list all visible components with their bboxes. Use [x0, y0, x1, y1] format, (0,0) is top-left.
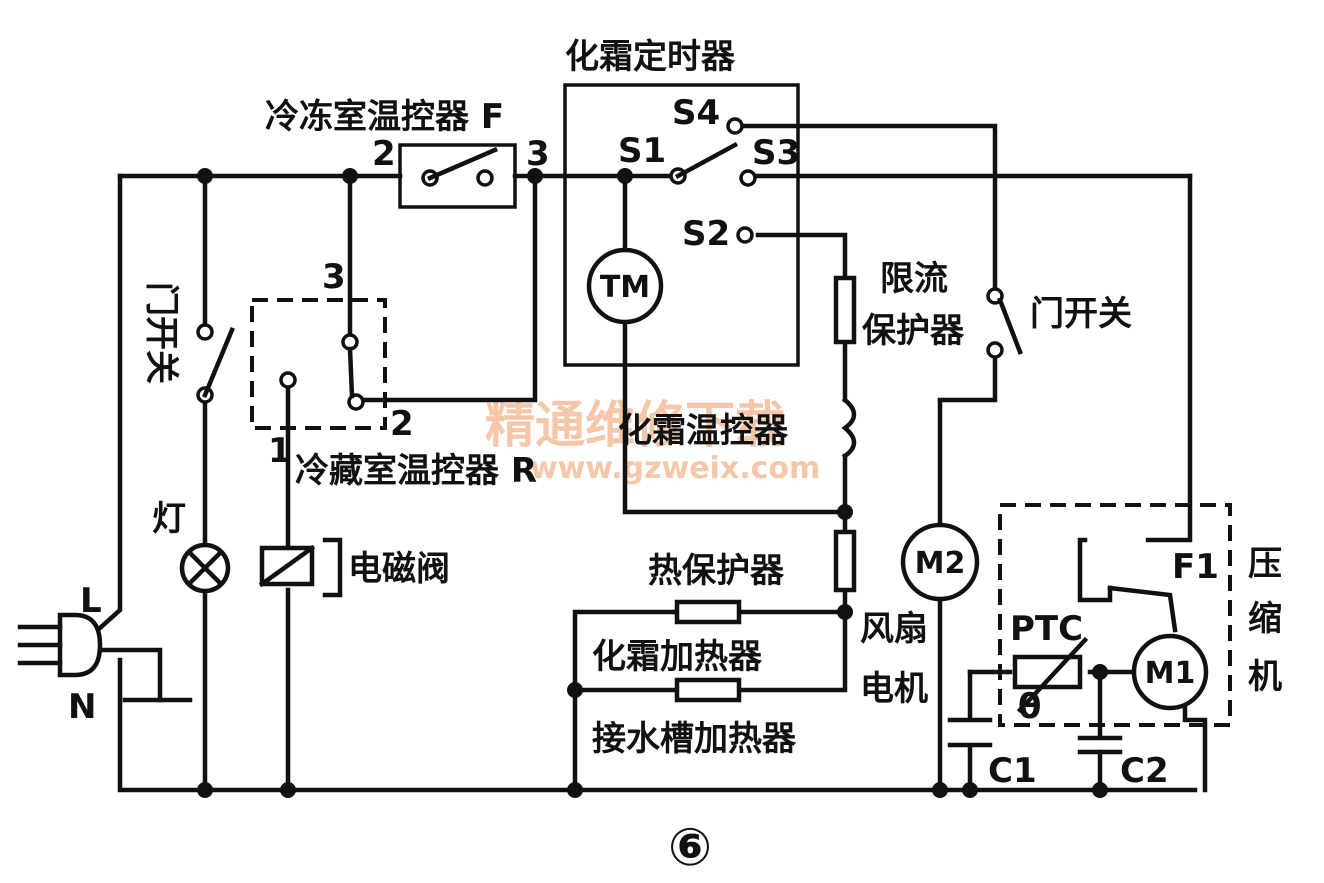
timer-motor-icon — [586, 247, 664, 325]
door-switch-right-bottom — [986, 341, 1004, 359]
defrost-timer-label: 化霜定时器 — [565, 37, 736, 77]
timer-s2-label: S2 — [682, 214, 730, 254]
f-pin3-label: 3 — [526, 134, 550, 174]
timer-s3-terminal — [739, 169, 757, 187]
timer-s1-label: S1 — [618, 131, 666, 171]
junction-dots — [197, 168, 1108, 798]
door-switch-right-label: 门开关 — [1030, 294, 1132, 334]
door-switch-left-top — [196, 323, 214, 341]
fan-motor-label-1: 风扇 — [860, 609, 928, 649]
diagram-number: ⑥ — [668, 818, 712, 878]
timer-s2-terminal — [736, 226, 754, 244]
power-plug-icon — [17, 612, 193, 703]
watermark-title: 精通维修下载 — [485, 396, 785, 454]
watermark-url: www.gzweix.com — [530, 451, 820, 486]
fan-motor-label-2: 电机 — [860, 669, 928, 709]
overload-label: F1 — [1172, 547, 1219, 587]
drain-heater-label: 接水槽加热器 — [592, 719, 797, 759]
defrost-timer-box — [563, 83, 800, 367]
fridge-thermostat-label: 冷藏室温控器 R — [295, 451, 537, 491]
theta-label: θ — [1018, 687, 1041, 727]
ptc-icon — [1012, 636, 1089, 714]
current-limit-label-2: 保护器 — [862, 311, 965, 351]
thermal-protector-icon — [833, 529, 857, 593]
compressor-motor-icon — [1131, 633, 1209, 711]
c1-label: C1 — [988, 751, 1037, 791]
defrost-temp-control-label: 化霜温控器 — [618, 411, 789, 451]
compressor-label-2: 缩 — [1248, 599, 1282, 639]
fridge-thermostat-box — [250, 298, 387, 430]
defrost-heater-icon — [674, 599, 742, 625]
compressor-label-1: 压 — [1248, 544, 1282, 584]
timer-motor-label: TM — [600, 270, 650, 305]
r-pin3-label: 3 — [322, 257, 346, 297]
r-pin1-label: 1 — [268, 431, 292, 471]
lamp-label: 灯 — [152, 499, 186, 539]
compressor-box — [998, 503, 1232, 727]
f-pin2-label: 2 — [372, 134, 396, 174]
timer-s4-label: S4 — [672, 93, 720, 133]
freezer-thermostat-contact — [427, 147, 498, 181]
freezer-thermostat-label: 冷冻室温控器 F — [265, 97, 504, 137]
timer-contact — [674, 141, 739, 180]
plug-neutral-label: N — [68, 687, 96, 727]
plug-live-label: L — [80, 581, 102, 621]
c2-label: C2 — [1120, 751, 1169, 791]
r-pin2-label: 2 — [390, 404, 414, 444]
ptc-label: PTC — [1010, 609, 1083, 649]
solenoid-valve-icon — [258, 544, 316, 588]
current-limit-protector-icon — [833, 275, 857, 345]
capacitor-c1-icon — [947, 717, 993, 748]
compressor-label-3: 机 — [1248, 657, 1282, 697]
defrost-heater-label: 化霜加热器 — [592, 637, 763, 677]
compressor-motor-label: M1 — [1145, 656, 1196, 691]
current-limit-label-1: 限流 — [880, 259, 948, 299]
fan-motor-icon — [900, 522, 980, 602]
freezer-thermostat-box — [398, 143, 517, 209]
thermal-protector-label: 热保护器 — [648, 551, 785, 591]
capacitor-c2-icon — [1077, 735, 1123, 755]
timer-s3-label: S3 — [752, 133, 800, 173]
fan-motor-label: M2 — [915, 546, 966, 581]
timer-s4-terminal — [726, 117, 744, 135]
drain-heater-icon — [674, 677, 742, 703]
solenoid-valve-label: 电磁阀 — [348, 549, 450, 589]
door-switch-left-label: 门开关 — [141, 282, 181, 384]
lamp-icon — [179, 542, 231, 594]
